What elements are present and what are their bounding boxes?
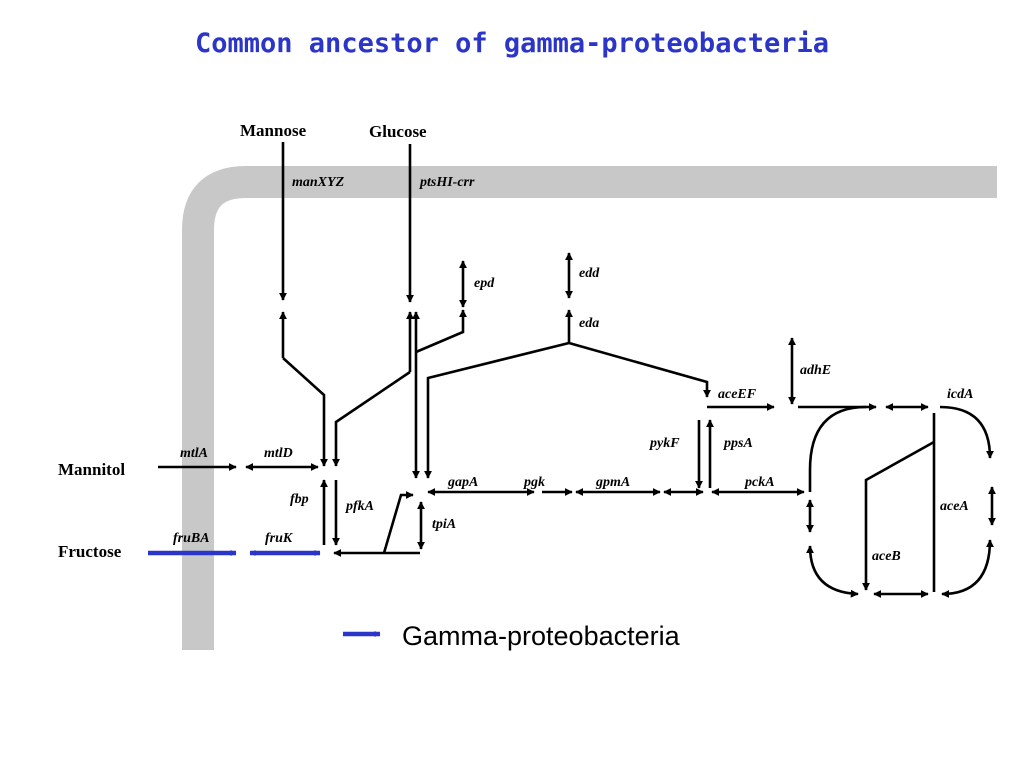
gene-aceb: aceB [872,549,901,564]
legend-label: Gamma-proteobacteria [402,621,681,651]
gene-aceef: aceEF [718,387,757,402]
gene-icda: icdA [947,387,973,402]
label-fructose: Fructose [58,542,122,561]
cycle-curve-top-left [808,405,867,492]
arrow-aceb [862,440,935,591]
arrow-glucose-to-f6p [332,370,411,467]
diagram-title: Common ancestor of gamma-proteobacteria [195,28,829,59]
gene-gapa: gapA [447,475,478,490]
cycle-curve-top-right [939,405,994,459]
arrow-mannose-to-f6p [282,357,328,467]
gene-epd: epd [474,276,495,291]
gene-eda: eda [579,316,599,331]
arrow-eda-to-gap [424,341,570,479]
gene-fruba: fruBA [173,531,210,546]
gene-acea: aceA [940,499,969,514]
label-mannose: Mannose [240,121,307,140]
arrow-to-epd [415,309,467,354]
arrow-aldolase [382,491,414,554]
gene-adhe: adhE [800,363,831,378]
cycle-curve-bottom-right [941,539,994,598]
gene-pfka: pfkA [345,499,374,514]
gene-tpia: tpiA [432,517,456,532]
label-glucose: Glucose [369,122,427,141]
gene-ppsa: ppsA [723,436,753,451]
gene-manxyz: manXYZ [292,175,345,190]
gene-pcka: pckA [744,475,775,490]
gene-edd: edd [579,266,600,281]
gene-mtla: mtlA [180,446,208,461]
cell-membrane [182,166,997,650]
cycle-curve-bottom-left [806,545,859,598]
gene-fruk: fruK [265,531,294,546]
gene-ptshi-crr: ptsHI-crr [419,175,475,190]
gene-gpma: gpmA [595,475,630,490]
gene-pgk: pgk [523,475,545,490]
label-mannitol: Mannitol [58,460,125,479]
gene-fbp: fbp [290,492,309,507]
gene-pykf: pykF [649,436,680,451]
arrow-eda-to-pyruvate [568,341,711,398]
gene-mtld: mtlD [264,446,293,461]
